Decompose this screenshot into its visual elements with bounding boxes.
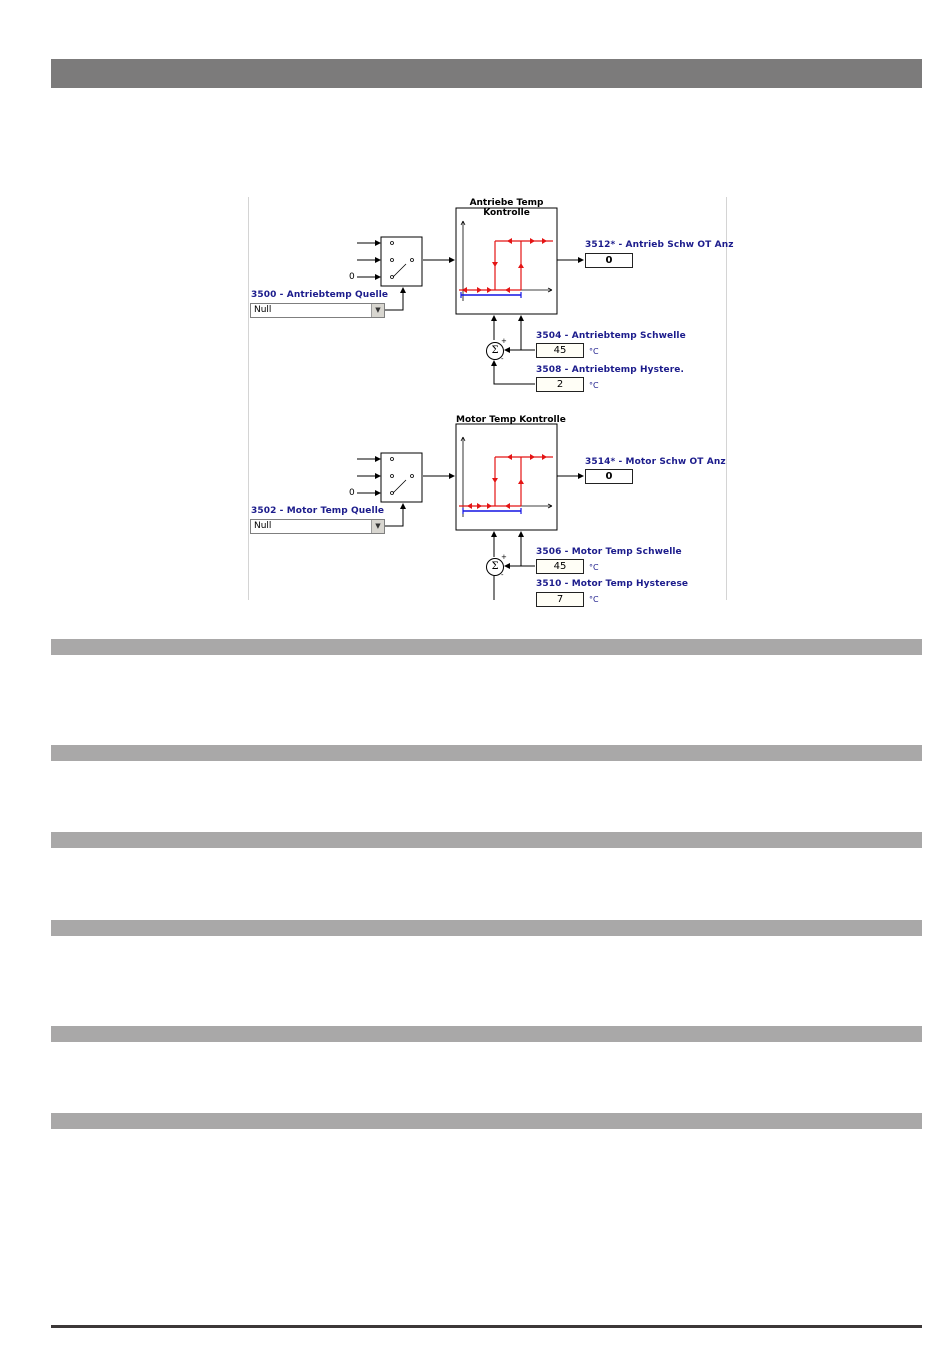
motor-threshold-unit: °C [589,563,599,572]
section-bar-3 [51,832,922,848]
motor-source-label: 3502 - Motor Temp Quelle [251,506,385,516]
motor-hysteresis-label: 3510 - Motor Temp Hysterese [536,579,689,589]
motor-hysteresis-unit: °C [589,595,599,604]
drive-source-label: 3500 - Antriebtemp Quelle [251,290,389,300]
motor-threshold-field[interactable]: 45 [536,559,584,574]
drive-summer-symbol: Σ [491,345,499,356]
motor-summer-symbol: Σ [491,561,499,572]
drive-source-select[interactable]: Null ▼ [250,303,385,318]
motor-output-label: 3514* - Motor Schw OT Anz [585,457,726,467]
motor-summer-minus: - [501,571,504,579]
drive-threshold-label: 3504 - Antriebtemp Schwelle [536,331,686,341]
drive-zero-input: 0 [349,272,355,282]
diagram-wiring [357,207,584,600]
chevron-down-icon[interactable]: ▼ [371,304,384,317]
page-header-bar [51,59,922,88]
motor-block-title: Motor Temp Kontrolle [456,415,566,425]
motor-hysteresis-field[interactable]: 7 [536,592,584,607]
footer-rule [51,1325,922,1328]
drive-summer-minus: - [501,355,504,363]
motor-output-value: 0 [585,469,633,484]
section-bar-4 [51,920,922,936]
drive-summer-plus: + [501,337,507,345]
drive-output-label: 3512* - Antrieb Schw OT Anz [585,240,734,250]
motor-zero-input: 0 [349,488,355,498]
drive-source-value: Null [254,305,272,315]
drive-wiring [357,207,584,385]
section-bar-5 [51,1026,922,1042]
drive-block-title-line1: Antriebe Temp [469,198,544,208]
section-bar-2 [51,745,922,761]
drive-hysteresis-field[interactable]: 2 [536,377,584,392]
temperature-control-diagram: Antriebe Temp Kontrolle 0 3500 - Antrieb… [248,197,733,607]
drive-output-value: 0 [585,253,633,268]
section-bar-6 [51,1113,922,1129]
motor-source-value: Null [254,521,272,531]
chevron-down-icon[interactable]: ▼ [371,520,384,533]
drive-hysteresis-label: 3508 - Antriebtemp Hystere. [536,365,684,375]
motor-source-select[interactable]: Null ▼ [250,519,385,534]
motor-summer-plus: + [501,553,507,561]
motor-summer-sigma-icon: Σ [486,558,504,576]
drive-hysteresis-unit: °C [589,381,599,390]
drive-block-title-line2: Kontrolle [483,208,530,218]
drive-threshold-unit: °C [589,347,599,356]
section-bar-1 [51,639,922,655]
drive-threshold-field[interactable]: 45 [536,343,584,358]
motor-threshold-label: 3506 - Motor Temp Schwelle [536,547,682,557]
motor-wiring [357,423,584,600]
drive-block-title: Antriebe Temp Kontrolle [456,198,557,218]
drive-summer-sigma-icon: Σ [486,342,504,360]
